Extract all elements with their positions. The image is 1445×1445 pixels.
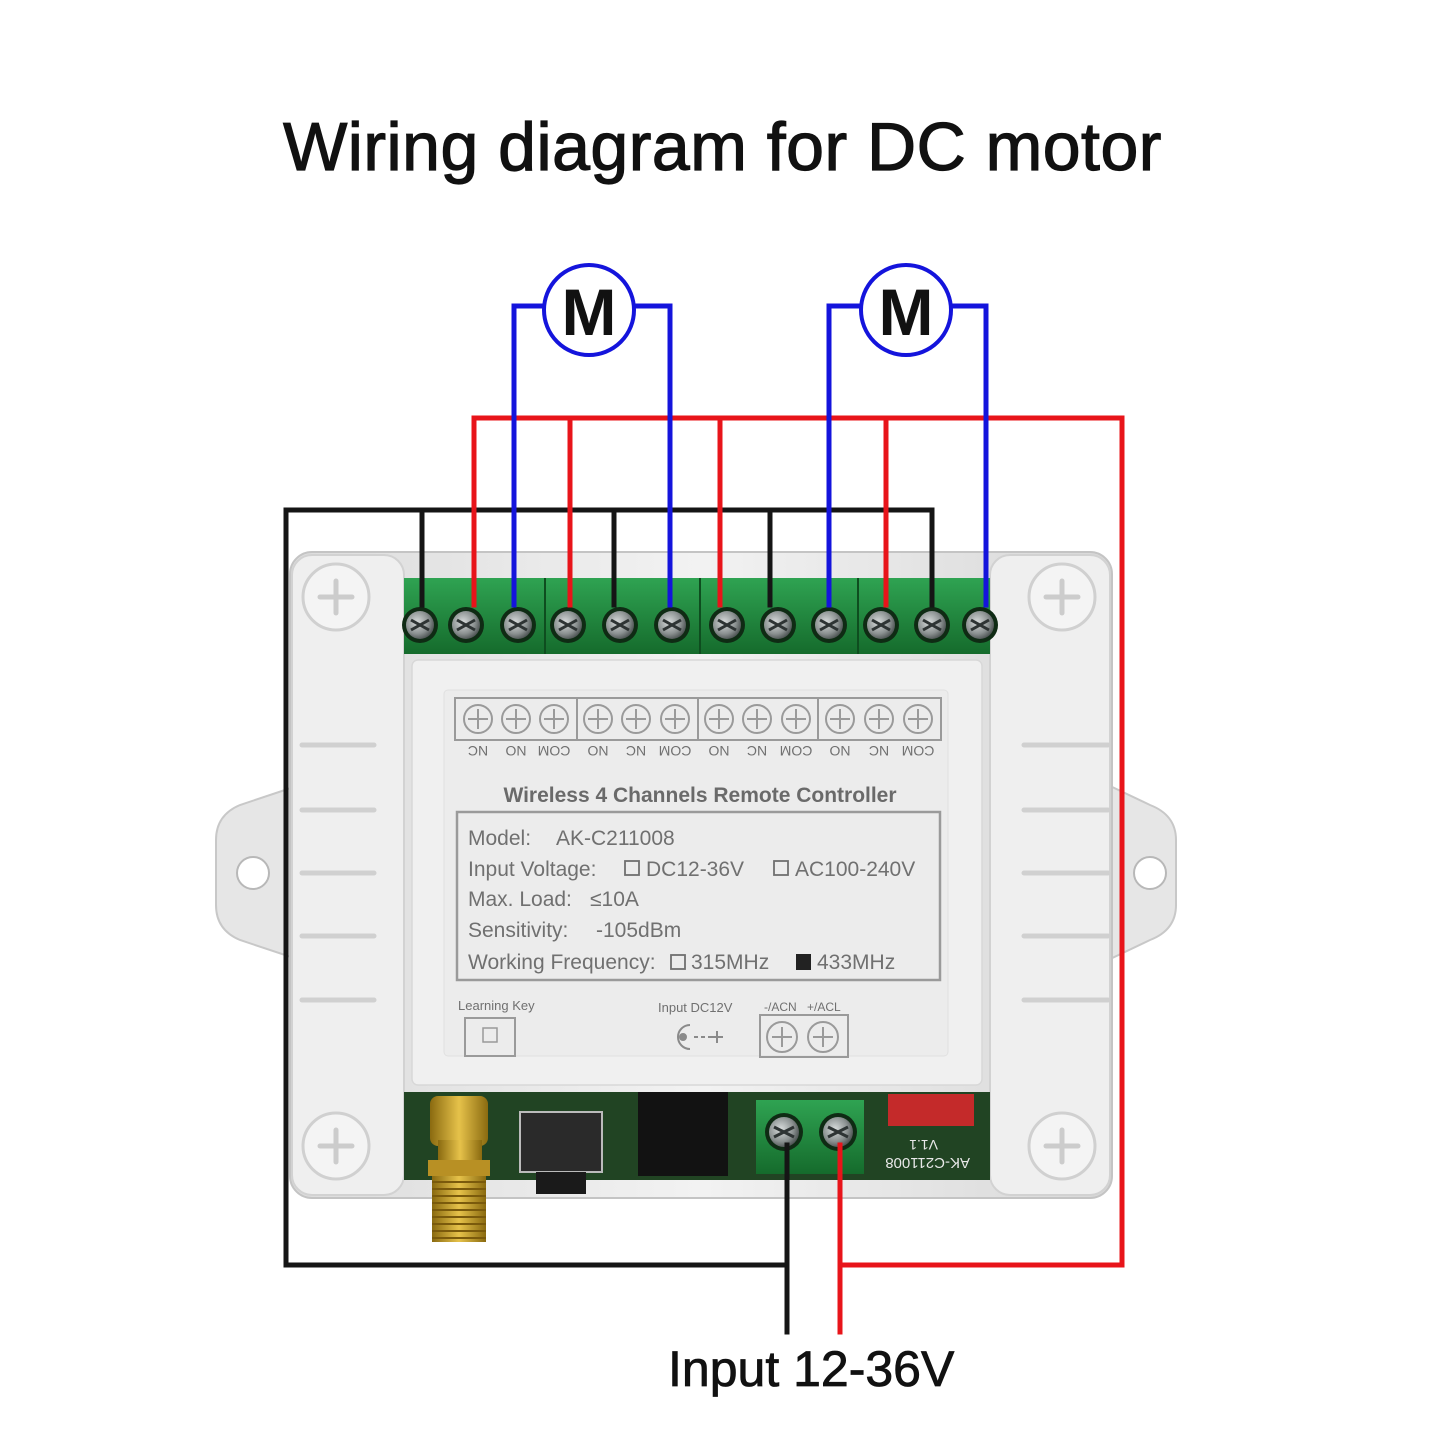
motor-1-symbol-icon <box>542 263 636 357</box>
dc-jack-symbol-icon <box>677 1024 723 1050</box>
terminal-screw[interactable] <box>500 607 536 643</box>
pcb-version: V1.1 <box>909 1137 938 1153</box>
product-name: Wireless 4 Channels Remote Controller <box>503 784 896 807</box>
printed-power-terminal-frame <box>759 1014 849 1058</box>
power-input-label: Input 12-36V <box>668 1341 955 1398</box>
terminal-label: NO <box>587 743 608 759</box>
sensitivity-value: -105dBm <box>596 919 681 942</box>
sensitivity-label: Sensitivity: <box>468 919 568 942</box>
motor-1-label: M <box>562 275 617 349</box>
ac-checkbox <box>773 860 789 876</box>
terminal-label: COM <box>780 743 813 759</box>
power-terminal-screw[interactable] <box>765 1113 803 1151</box>
diagram-title: Wiring diagram for DC motor <box>282 108 1162 185</box>
relay-module: NC NO COM NO NC COM NO NC COM NO NC COM Wireless 4 … <box>215 551 1177 1242</box>
freq-315-checkbox <box>670 954 686 970</box>
frequency-option-1: 315MHz <box>691 951 769 974</box>
terminal-screw[interactable] <box>962 607 998 643</box>
terminal-label: NO <box>708 743 729 759</box>
learning-key-outline <box>464 1017 516 1057</box>
power-terminal-screw[interactable] <box>819 1113 857 1151</box>
positive-wire <box>471 415 1125 1268</box>
terminal-screw[interactable] <box>448 607 484 643</box>
motor-1: M <box>542 263 636 357</box>
terminal-label: COM <box>902 743 935 759</box>
max-load-label: Max. Load: <box>468 888 572 911</box>
terminal-label: COM <box>659 743 692 759</box>
terminal-screw[interactable] <box>550 607 586 643</box>
voltage-option-ac: AC100-240V <box>795 858 915 881</box>
spec-box <box>455 810 942 982</box>
corner-screws <box>301 562 1097 1181</box>
sma-antenna-connector-icon <box>428 1096 490 1242</box>
power-terminal-pos-label: +/ACL <box>807 1000 841 1014</box>
case-ribs <box>299 742 1111 1003</box>
terminal-screw[interactable] <box>760 607 796 643</box>
terminal-screw[interactable] <box>863 607 899 643</box>
mounting-hole-left <box>236 856 270 890</box>
tactile-switch <box>519 1111 603 1173</box>
mounting-hole-right <box>1133 856 1167 890</box>
power-terminal-screws <box>765 1113 857 1151</box>
freq-433-checkbox-checked <box>796 954 811 970</box>
pcb-model: AK-C211008 <box>885 1154 970 1171</box>
dc-jack <box>638 1092 728 1176</box>
motor-2: M <box>859 263 953 357</box>
negative-wire <box>283 507 790 1268</box>
motor-2-lead-wire <box>947 303 989 608</box>
frequency-option-2: 433MHz <box>817 951 895 974</box>
pcb-red-component <box>888 1094 974 1126</box>
terminal-labels: NC NO COM NO NC COM NO NC COM NO NC COM <box>468 743 934 759</box>
terminal-label: NO <box>829 743 850 759</box>
terminal-label: NC <box>468 743 488 759</box>
dc-input-label: Input DC12V <box>658 1000 733 1015</box>
model-label: Model: <box>468 827 531 850</box>
printed-terminal-symbols <box>463 698 933 740</box>
learning-key-label: Learning Key <box>458 998 535 1013</box>
terminal-screw[interactable] <box>811 607 847 643</box>
motor-2-symbol-icon <box>859 263 953 357</box>
power-terminal-neg-label: -/ACN <box>764 1000 797 1014</box>
printed-power-symbols <box>766 1021 839 1053</box>
terminal-label: NO <box>505 743 526 759</box>
dc-checkbox <box>624 860 640 876</box>
spec-lines: Model: AK-C211008 Input Voltage: DC12-36… <box>468 827 915 974</box>
wires <box>283 303 1125 1335</box>
terminal-label: NC <box>869 743 889 759</box>
max-load-value: ≤10A <box>590 888 639 911</box>
terminal-screw[interactable] <box>654 607 690 643</box>
motor-1-lead-wire <box>630 303 673 608</box>
terminal-label: NC <box>747 743 767 759</box>
frequency-label: Working Frequency: <box>468 951 656 974</box>
com-bus-wire <box>419 507 935 608</box>
terminal-screw[interactable] <box>914 607 950 643</box>
learning-key-button <box>482 1027 498 1043</box>
terminal-label: NC <box>626 743 646 759</box>
terminal-screw[interactable] <box>709 607 745 643</box>
top-terminal-block <box>404 578 990 654</box>
model-value: AK-C211008 <box>556 827 675 850</box>
terminal-screw[interactable] <box>402 607 438 643</box>
motor-2-label: M <box>879 275 934 349</box>
terminal-label: COM <box>538 743 571 759</box>
motor-2-lead-wire <box>826 303 865 608</box>
voltage-option-dc: DC12-36V <box>646 858 744 881</box>
motor-1-lead-wire <box>511 303 548 608</box>
input-voltage-label: Input Voltage: <box>468 858 596 881</box>
top-terminal-screws <box>402 607 998 643</box>
terminal-screw[interactable] <box>602 607 638 643</box>
